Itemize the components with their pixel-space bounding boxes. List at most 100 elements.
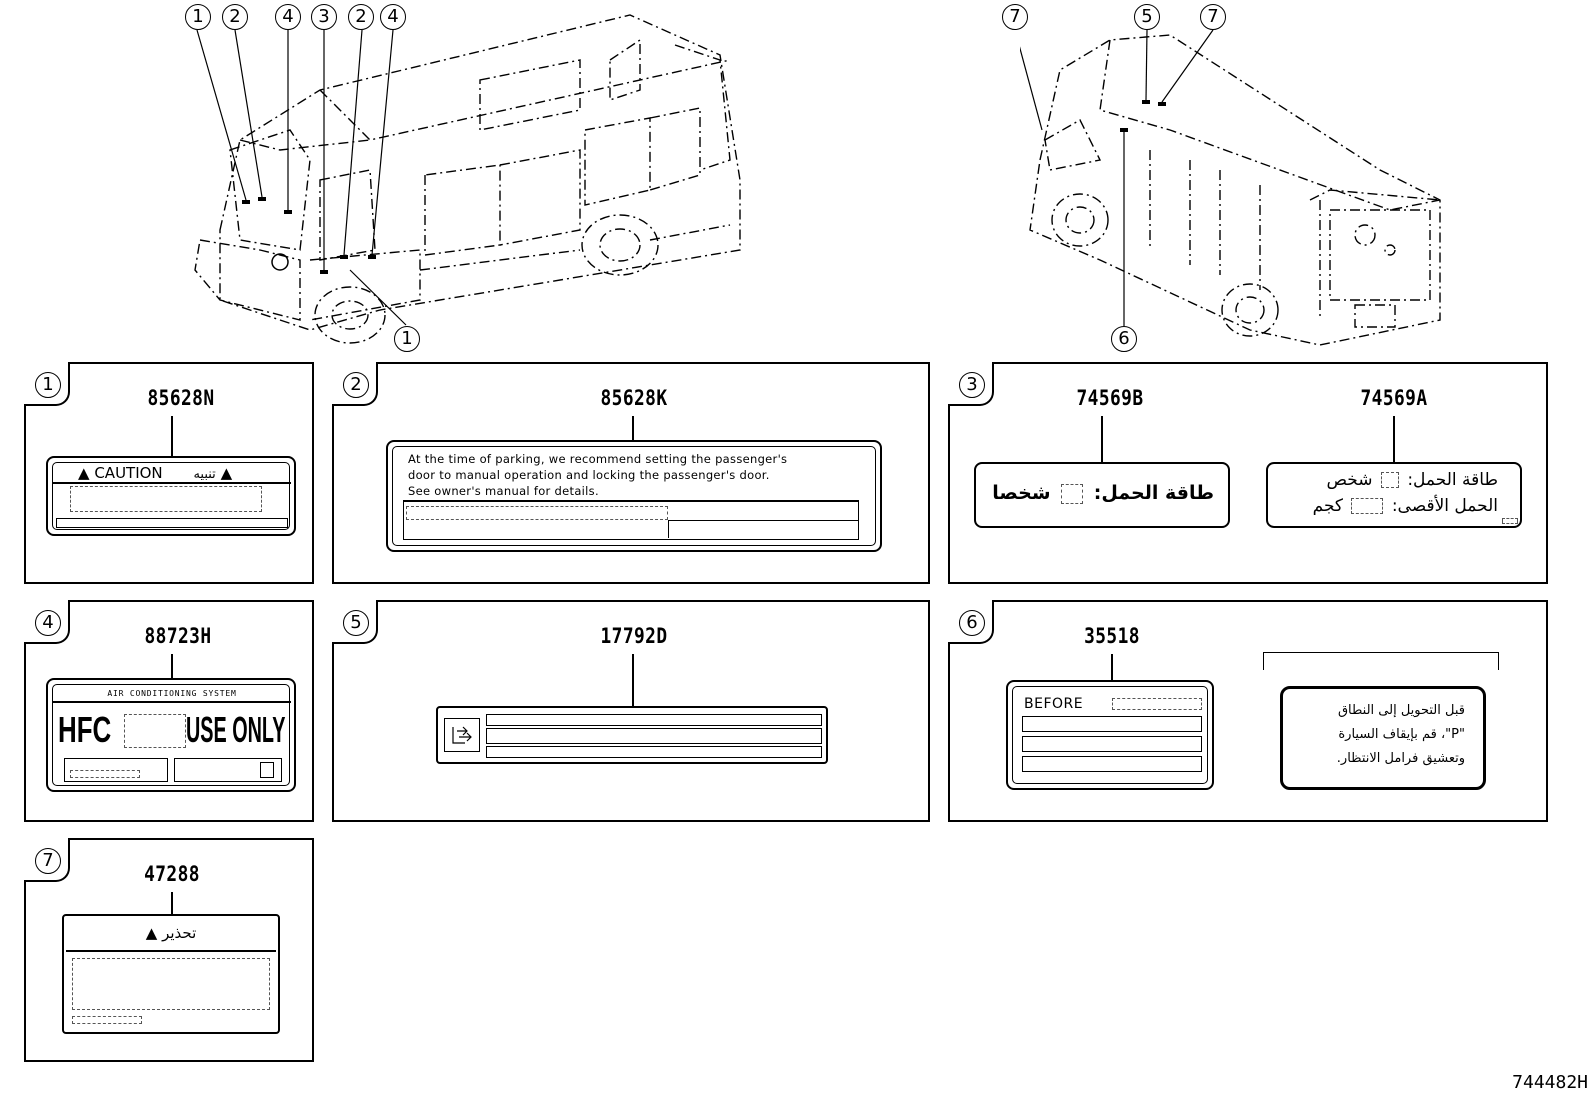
text-row-1 (486, 714, 822, 726)
bottom-strip (56, 518, 288, 528)
capacity-line2-a: الحمل الأقصى: كجم (1313, 496, 1498, 516)
panel-number: 6 (959, 610, 985, 636)
before-text: BEFORE (1024, 696, 1084, 712)
corner-mark (1502, 518, 1518, 524)
panel-number: 5 (343, 610, 369, 636)
blank-box (1061, 483, 1084, 504)
leader-line (632, 416, 634, 440)
warning-label: تحذير ▲ (62, 914, 280, 1034)
capacity-label-a: طاقة الحمل: شخص الحمل الأقصى: كجم (1266, 462, 1522, 528)
panel-4: 4 88723H AIR CONDITIONING SYSTEM HFC USE… (24, 600, 314, 822)
header-divider (53, 482, 291, 484)
panel-5: 5 17792D (332, 600, 930, 822)
text-row-2 (486, 728, 822, 744)
panel-number: 7 (35, 848, 61, 874)
placeholder-notch (668, 520, 858, 538)
blank-box (1380, 472, 1399, 488)
part-number: 35518 (1084, 624, 1140, 648)
leader-line (171, 892, 173, 916)
parking-line-2: door to manual operation and locking the… (408, 468, 770, 482)
text-block-placeholder (72, 958, 270, 1010)
caution-header: ▲ CAUTION تنبيه ▲ (78, 464, 278, 482)
caution-text: CAUTION (94, 464, 163, 482)
capacity-line2-pre: الحمل الأقصى: (1391, 496, 1498, 516)
refrigerant-code-box (124, 714, 186, 748)
hfc-text: HFC (58, 709, 112, 750)
panel-3: 3 74569B 74569A طاقة الحمل: شخصا طاقة ال… (948, 362, 1548, 584)
parking-label: At the time of parking, we recommend set… (386, 440, 882, 552)
caution-arabic: تنبيه (193, 467, 216, 482)
leader-line-b (1101, 416, 1103, 464)
panel-number: 4 (35, 610, 61, 636)
header-divider (66, 950, 276, 952)
panel-7: 7 47288 تحذير ▲ (24, 838, 314, 1062)
leader-line (171, 416, 173, 458)
part-number-b: 74569B (1076, 386, 1144, 410)
capacity-text-b: طاقة الحمل: شخصا (992, 482, 1214, 504)
footer-placeholder (72, 1016, 142, 1024)
warning-triangle-icon: ▲ (220, 464, 233, 482)
callout-4-front: 4 (275, 4, 301, 30)
placeholder-left (70, 770, 140, 778)
panel-number: 1 (35, 372, 61, 398)
capacity-line2-post: كجم (1312, 496, 1344, 516)
panel-6: 6 35518 BEFORE قبل التحويل إلى النطاق "P… (948, 600, 1548, 822)
callout-2b-front: 2 (348, 4, 374, 30)
text-block-placeholder (70, 486, 262, 512)
callout-1b-front: 1 (394, 326, 420, 352)
capacity-label-post: شخصا (992, 482, 1051, 504)
use-only-text: USE ONLY (186, 709, 286, 750)
text-row-2 (1022, 736, 1202, 752)
seat-icon-frame (444, 718, 480, 752)
blank-box (1351, 498, 1384, 514)
shift-ar-line-2: "P"، قم بإيقاف السيارة (1338, 727, 1465, 742)
warning-arabic: تحذير (162, 924, 197, 942)
part-number-a: 74569A (1360, 386, 1428, 410)
callout-1-front: 1 (185, 4, 211, 30)
warning-triangle-icon: ▲ (145, 924, 158, 942)
ac-header: AIR CONDITIONING SYSTEM (107, 689, 237, 698)
shift-ar-line-3: وتعشيق فرامل الانتظار. (1336, 751, 1465, 766)
warning-triangle-icon: ▲ (78, 464, 90, 482)
callout-2-front: 2 (222, 4, 248, 30)
shift-ar-line-1: قبل التحويل إلى النطاق (1337, 703, 1465, 718)
text-divider (403, 500, 859, 502)
info-box-left (64, 758, 168, 782)
leader-line (171, 654, 173, 680)
small-rect (260, 762, 274, 778)
text-row-3 (486, 746, 822, 758)
label-inner (1012, 686, 1208, 784)
parking-line-3: See owner's manual for details. (408, 484, 599, 498)
header-divider (53, 701, 291, 703)
text-row-1 (1022, 716, 1202, 732)
part-number: 17792D (600, 624, 668, 648)
panel-2: 2 85628K At the time of parking, we reco… (332, 362, 930, 584)
shift-label-ar: قبل التحويل إلى النطاق "P"، قم بإيقاف ال… (1280, 686, 1486, 790)
shift-label-en: BEFORE (1006, 680, 1214, 790)
callout-5-rear: 5 (1134, 4, 1160, 30)
info-box-right (174, 758, 282, 782)
diagram-code: 744482H (1512, 1072, 1588, 1093)
seat-label (436, 706, 828, 764)
front-bus-drawing (194, 14, 741, 344)
part-number: 85628K (600, 386, 668, 410)
leader-line (632, 654, 634, 708)
part-number: 88723H (144, 624, 212, 648)
capacity-label-b: طاقة الحمل: شخصا (974, 462, 1230, 528)
callout-6-rear: 6 (1111, 326, 1137, 352)
part-number: 47288 (144, 862, 200, 886)
panel-number: 2 (343, 372, 369, 398)
ac-system-label: AIR CONDITIONING SYSTEM HFC USE ONLY (46, 678, 296, 792)
capacity-line1-post: شخص (1326, 470, 1373, 490)
capacity-line1-a: طاقة الحمل: شخص (1326, 470, 1498, 490)
bottom-box (403, 502, 859, 540)
seat-adjust-icon (452, 726, 472, 744)
parking-line-1: At the time of parking, we recommend set… (408, 452, 788, 466)
panel-1: 1 85628N ▲ CAUTION تنبيه ▲ (24, 362, 314, 584)
label-inner (52, 462, 290, 530)
leader-line (1111, 654, 1113, 680)
callout-4b-front: 4 (380, 4, 406, 30)
panel-number: 3 (959, 372, 985, 398)
placeholder-text (406, 506, 668, 520)
caution-label: ▲ CAUTION تنبيه ▲ (46, 456, 296, 536)
